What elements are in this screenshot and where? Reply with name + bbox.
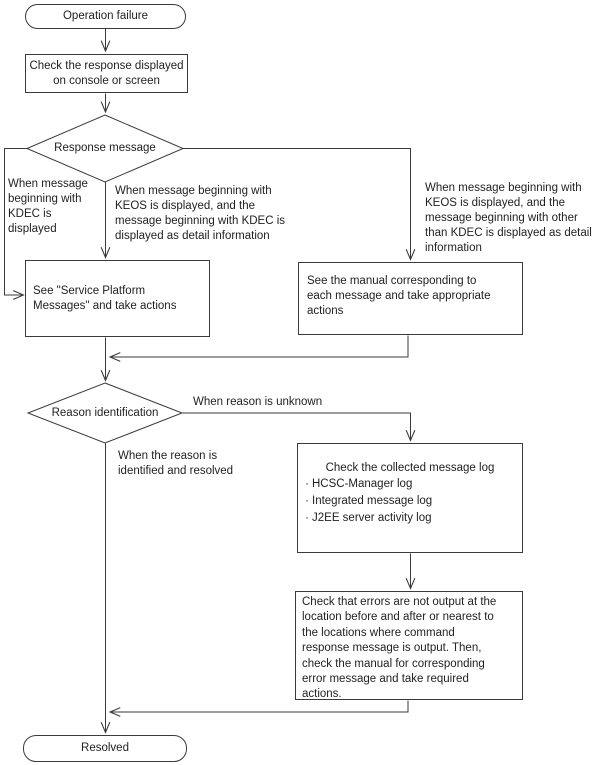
error-check-action-label: Check that errors are not output at the …	[302, 596, 497, 701]
start-terminator: Operation failure	[25, 4, 186, 29]
connector-manual-action-merge	[110, 335, 409, 358]
response-message-diamond-shape	[25, 114, 185, 183]
start-terminator-label: Operation failure	[62, 10, 149, 22]
resolved-terminator: Resolved	[23, 735, 187, 762]
branch-label-keos-other: When message beginning with KEOS is disp…	[425, 182, 592, 254]
log-item: · Integrated message log	[302, 493, 522, 510]
reason-identification-diamond-shape	[26, 382, 184, 444]
branch-label-reason-identified: When the reason is identified and resolv…	[118, 450, 234, 477]
log-item-label: HCSC-Manager log	[312, 478, 413, 490]
resolved-terminator-label: Resolved	[81, 742, 129, 754]
check-response-label: Check the response displayed on console …	[29, 59, 184, 87]
connector-decision2-right-branch	[182, 412, 411, 441]
message-log-action: Check the collected message log · HCSC-M…	[297, 443, 523, 553]
log-item-label: J2EE server activity log	[312, 512, 432, 524]
connector-errors-merge	[110, 700, 409, 713]
branch-label-reason-unknown: When reason is unknown	[193, 396, 323, 408]
branch-label-keos-kdec: When message beginning with KEOS is disp…	[115, 185, 286, 242]
check-response-step: Check the response displayed on console …	[25, 54, 188, 93]
reason-identification-decision-label: Reason identification	[51, 407, 159, 419]
bullet-icon: ·	[305, 512, 309, 524]
branch-label-kdec: When message beginning with KDEC is disp…	[8, 178, 88, 235]
manual-action-label: See the manual corresponding to each mes…	[307, 275, 491, 317]
error-check-action: Check that errors are not output at the …	[295, 591, 523, 700]
log-item: · J2EE server activity log	[302, 510, 522, 527]
connector-decision1-right-branch	[183, 148, 411, 260]
manual-action: See the manual corresponding to each mes…	[298, 262, 523, 335]
service-platform-action: See "Service Platform Messages" and take…	[25, 260, 210, 337]
response-message-decision-label: Response message	[54, 142, 156, 154]
log-item-label: Integrated message log	[312, 495, 433, 507]
bullet-icon: ·	[305, 495, 309, 507]
log-item: · HCSC-Manager log	[302, 476, 522, 493]
connector-decision1-left-branch	[4, 148, 27, 296]
bullet-icon: ·	[305, 478, 309, 490]
message-log-title: Check the collected message log	[325, 462, 495, 474]
response-message-decision: Response message	[35, 135, 175, 162]
reason-identification-decision: Reason identification	[32, 400, 178, 427]
service-platform-action-label: See "Service Platform Messages" and take…	[33, 284, 177, 312]
